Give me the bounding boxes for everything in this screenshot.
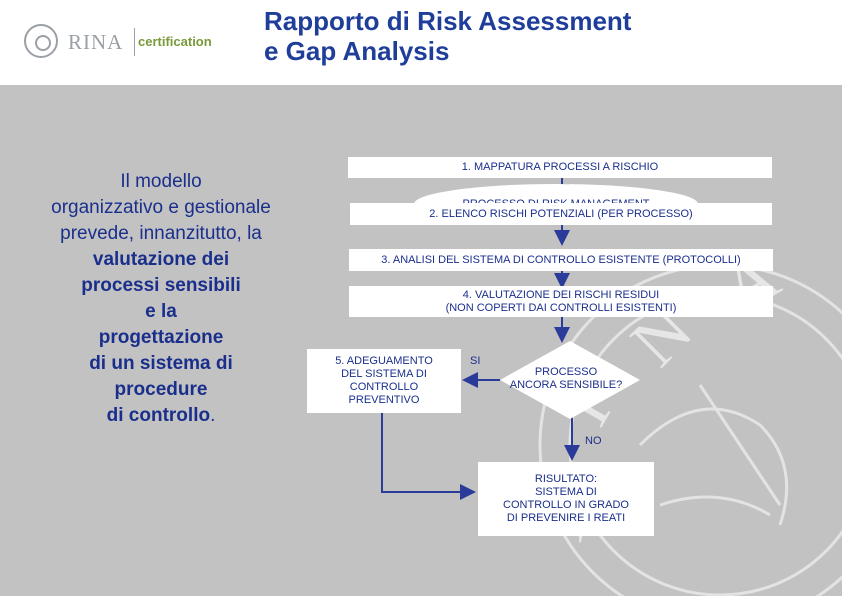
decision-label: PROCESSO ANCORA SENSIBILE? — [496, 366, 636, 392]
step-1-box: 1. MAPPATURA PROCESSI A RISCHIO — [348, 157, 772, 178]
header: RINA certification Rapporto di Risk Asse… — [0, 0, 842, 85]
result-box: RISULTATO: SISTEMA DI CONTROLLO IN GRADO… — [478, 462, 654, 536]
slide-body: A N I R Il modello organizzativo e gesti… — [0, 85, 842, 596]
rina-seal-icon — [24, 24, 58, 58]
step-5-line: PREVENTIVO — [349, 394, 420, 407]
arrow-5-to-result — [382, 413, 472, 492]
yes-label: SI — [470, 355, 480, 367]
step-2-box: 2. ELENCO RISCHI POTENZIALI (PER PROCESS… — [350, 203, 772, 225]
step-5-line: CONTROLLO — [350, 381, 418, 394]
result-line: CONTROLLO IN GRADO — [503, 499, 629, 512]
decision-line: PROCESSO — [496, 366, 636, 379]
decision-line: ANCORA SENSIBILE? — [496, 379, 636, 392]
no-label: NO — [585, 435, 602, 447]
logo-certification-text: certification — [138, 34, 212, 49]
result-line: DI PREVENIRE I REATI — [507, 512, 625, 525]
step-3-box: 3. ANALISI DEL SISTEMA DI CONTROLLO ESIS… — [349, 249, 773, 271]
logo-separator — [134, 28, 135, 56]
step-5-box: 5. ADEGUAMENTO DEL SISTEMA DI CONTROLLO … — [307, 349, 461, 413]
rina-logo: RINA certification — [20, 22, 210, 64]
step-5-line: DEL SISTEMA DI — [341, 368, 427, 381]
step-4-line: (NON COPERTI DAI CONTROLLI ESISTENTI) — [446, 302, 677, 315]
title-line-1: Rapporto di Risk Assessment — [264, 6, 631, 36]
title-line-2: e Gap Analysis — [264, 36, 631, 66]
logo-rina-text: RINA — [68, 30, 123, 55]
result-line: SISTEMA DI — [535, 486, 597, 499]
result-line: RISULTATO: — [535, 473, 597, 486]
step-4-box: 4. VALUTAZIONE DEI RISCHI RESIDUI (NON C… — [349, 286, 773, 317]
page-title: Rapporto di Risk Assessment e Gap Analys… — [264, 6, 631, 66]
step-4-line: 4. VALUTAZIONE DEI RISCHI RESIDUI — [463, 289, 659, 302]
step-5-line: 5. ADEGUAMENTO — [335, 355, 433, 368]
